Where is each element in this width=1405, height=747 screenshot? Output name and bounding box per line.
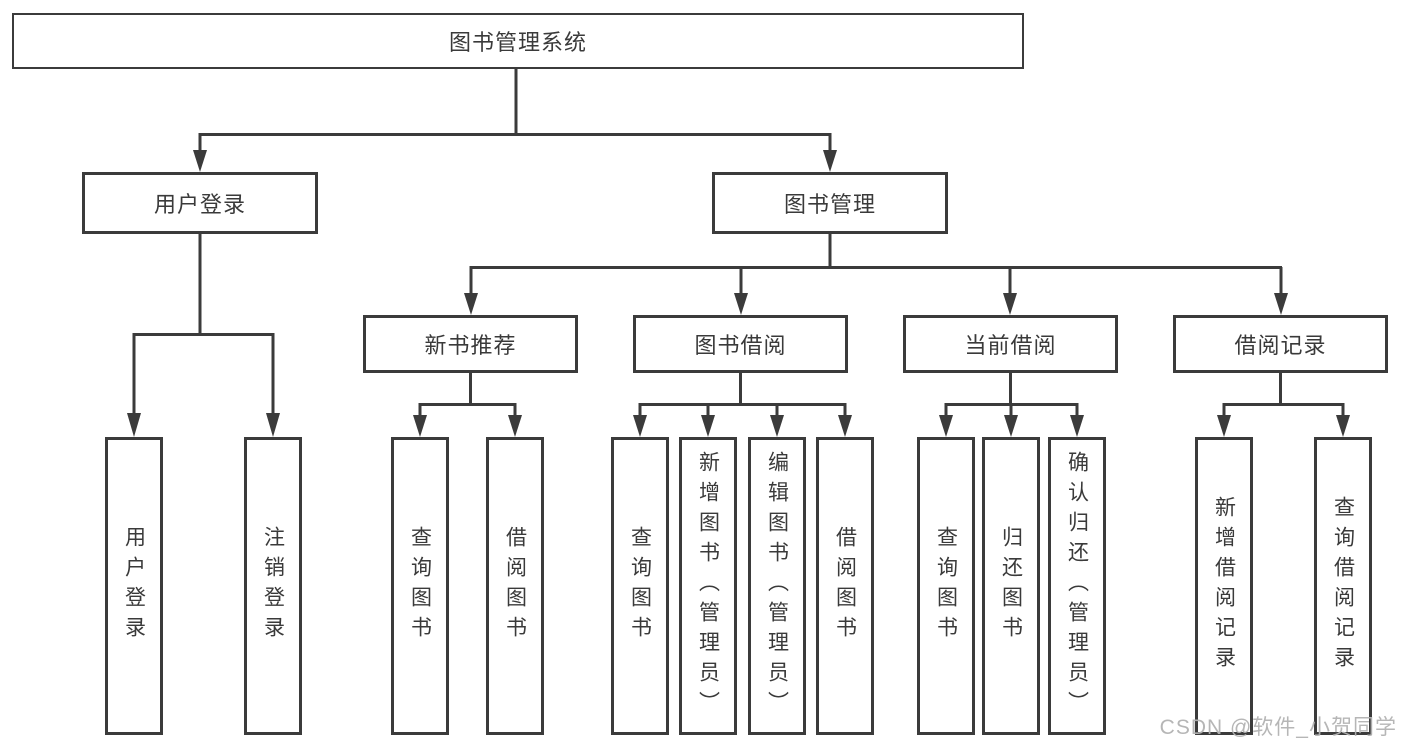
- node-book-borrowing: 图书借阅: [633, 315, 848, 373]
- leaf-edit-books-admin: 编辑图书（管理员）: [748, 437, 806, 735]
- node-label: 图书管理: [783, 192, 876, 217]
- node-current-borrowing: 当前借阅: [903, 315, 1118, 373]
- node-label: 查询图书: [408, 526, 432, 646]
- node-book-management: 图书管理: [712, 172, 948, 234]
- node-library-management-system: 图书管理系统: [12, 13, 1024, 69]
- leaf-logout: 注销登录: [244, 437, 302, 735]
- node-borrowing-records: 借阅记录: [1173, 315, 1388, 373]
- node-label: 归还图书: [999, 526, 1023, 646]
- node-label: 新书推荐: [424, 333, 517, 358]
- node-label: 用户登录: [122, 526, 146, 646]
- node-label: 确认归还（管理员）: [1065, 451, 1089, 721]
- node-label: 注销登录: [261, 526, 285, 646]
- leaf-query-books-recommend: 查询图书: [391, 437, 449, 735]
- csdn-watermark: CSDN @软件_小贺同学: [1159, 716, 1397, 739]
- node-label: 用户登录: [153, 192, 246, 217]
- node-label: 借阅记录: [1234, 333, 1327, 358]
- node-label: 编辑图书（管理员）: [765, 451, 789, 721]
- node-label: 查询图书: [628, 526, 652, 646]
- node-label: 当前借阅: [964, 333, 1057, 358]
- leaf-add-borrow-record: 新增借阅记录: [1195, 437, 1253, 735]
- node-label: 新增图书（管理员）: [696, 451, 720, 721]
- node-label: 借阅图书: [833, 526, 857, 646]
- node-label: 查询图书: [934, 526, 958, 646]
- leaf-add-books-admin: 新增图书（管理员）: [679, 437, 737, 735]
- node-label: 查询借阅记录: [1331, 496, 1355, 676]
- node-label: 图书借阅: [694, 333, 787, 358]
- node-new-book-recommend: 新书推荐: [363, 315, 578, 373]
- leaf-query-books-current: 查询图书: [917, 437, 975, 735]
- leaf-user-login: 用户登录: [105, 437, 163, 735]
- node-label: 图书管理系统: [448, 30, 587, 55]
- leaf-confirm-return-admin: 确认归还（管理员）: [1048, 437, 1106, 735]
- node-label: 新增借阅记录: [1212, 496, 1236, 676]
- leaf-return-books: 归还图书: [982, 437, 1040, 735]
- node-user-login: 用户登录: [82, 172, 318, 234]
- node-label: 借阅图书: [503, 526, 527, 646]
- leaf-borrow-books: 借阅图书: [816, 437, 874, 735]
- leaf-query-borrow-record: 查询借阅记录: [1314, 437, 1372, 735]
- leaf-borrow-books-recommend: 借阅图书: [486, 437, 544, 735]
- leaf-query-books-borrow: 查询图书: [611, 437, 669, 735]
